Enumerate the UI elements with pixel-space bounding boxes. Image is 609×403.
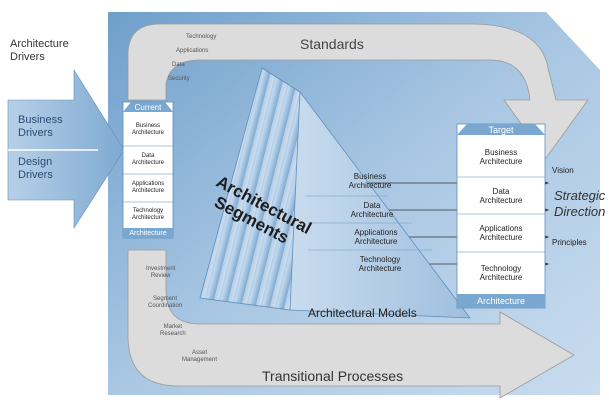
drivers-title-line1: Architecture	[10, 38, 69, 50]
target-header: Target	[488, 124, 514, 135]
target-header-tab	[457, 124, 545, 135]
current-row-business-line2: Architecture	[131, 130, 164, 136]
strategic-direction-line2: Direction	[554, 204, 606, 219]
vision-label: Vision	[552, 166, 574, 175]
current-row-technology-line2: Architecture	[131, 215, 164, 221]
segments-prism-front	[199, 67, 301, 311]
model-business-line2: Architecture	[348, 181, 392, 190]
transitional-item-asset-line1: Asset	[192, 350, 208, 356]
model-data-line1: Data	[363, 201, 381, 210]
drivers-arrow	[7, 68, 125, 230]
architectural-models-caption: Architectural Models	[308, 306, 417, 320]
current-row-data-line1: Data	[141, 153, 155, 159]
transitional-item-asset-line2: Management	[182, 357, 218, 363]
transitional-item-segment-line2: Coordination	[148, 303, 183, 309]
current-header: Current	[134, 102, 162, 112]
target-row-data-line2: Architecture	[479, 195, 523, 205]
architecture-drivers-title: Architecture Drivers	[10, 38, 69, 64]
target-row-business-line2: Architecture	[479, 157, 523, 166]
current-row-data-line2: Architecture	[131, 160, 164, 166]
strategic-direction-line1: Strategic	[554, 188, 606, 203]
transitional-item-market-line2: Research	[160, 331, 186, 337]
model-applications-line1: Applications	[354, 228, 398, 237]
standards-item-security: Security	[168, 76, 190, 82]
current-row-business-line1: Business	[135, 123, 161, 129]
target-footer: Architecture	[476, 296, 526, 306]
transitional-processes-label: Transitional Processes	[262, 368, 404, 384]
transitional-item-investment-line2: Review	[150, 273, 171, 279]
current-footer-bar	[123, 228, 173, 238]
business-drivers-line2: Drivers	[18, 127, 53, 139]
target-row-dividers	[457, 176, 545, 253]
current-footer: Architecture	[129, 229, 167, 237]
target-row-applications-line2: Architecture	[479, 233, 523, 242]
target-row-technology-line2: Architecture	[479, 273, 523, 282]
business-drivers-line1: Business	[18, 114, 63, 126]
standards-arrow	[127, 23, 589, 159]
current-row-applications-line1: Applications	[131, 181, 165, 187]
business-drivers-label: Business Drivers	[18, 114, 63, 140]
transitional-arrow	[127, 249, 575, 399]
principles-label: Principles	[552, 238, 587, 247]
target-stack-box	[456, 123, 546, 309]
standards-label: Standards	[300, 36, 364, 52]
target-row-data-line1: Data	[492, 186, 510, 196]
model-data-line2: Architecture	[350, 210, 394, 219]
model-technology-line2: Architecture	[358, 264, 402, 273]
target-row-technology-line1: Technology	[480, 264, 522, 273]
model-applications-line2: Architecture	[354, 237, 398, 246]
transitional-item-investment-line1: Investment	[146, 266, 176, 272]
design-drivers-line2: Drivers	[18, 169, 53, 181]
target-footer-bar	[457, 294, 545, 308]
standards-item-data: Data	[172, 62, 185, 68]
transitional-item-market-line1: Market	[163, 324, 183, 330]
current-row-dividers	[123, 145, 173, 203]
strategic-direction-label: Strategic Direction	[554, 188, 605, 220]
current-row-technology-line1: Technology	[132, 208, 164, 214]
standards-item-technology: Technology	[186, 34, 217, 40]
drivers-title-line2: Drivers	[10, 51, 45, 63]
design-drivers-label: Design Drivers	[18, 156, 53, 182]
transitional-item-segment-line1: Segment	[153, 296, 178, 302]
model-business-line1: Business	[353, 172, 387, 181]
current-header-tab	[123, 102, 173, 112]
target-row-applications-line1: Applications	[479, 224, 523, 233]
target-row-business-line1: Business	[484, 148, 518, 157]
current-stack-box	[122, 101, 174, 239]
current-row-applications-line2: Architecture	[131, 188, 164, 194]
model-row-dividers	[306, 195, 432, 251]
standards-item-applications: Applications	[176, 48, 209, 54]
design-drivers-line1: Design	[18, 156, 53, 168]
model-technology-line1: Technology	[359, 255, 401, 264]
